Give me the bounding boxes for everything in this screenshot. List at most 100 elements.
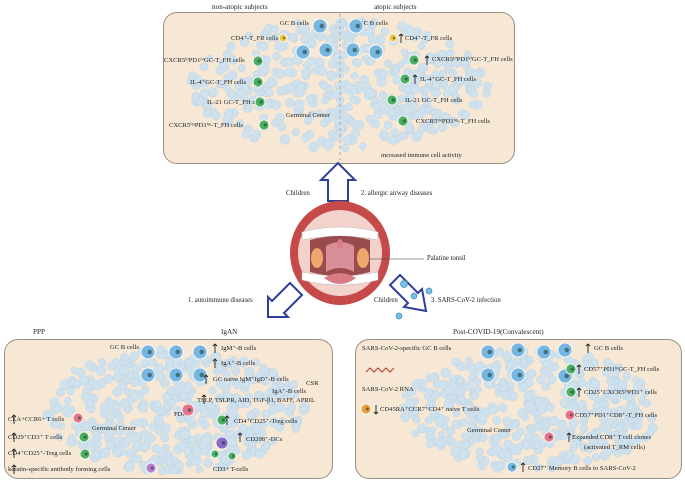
background-cell	[585, 352, 594, 361]
background-cell	[642, 399, 652, 408]
background-cell	[532, 440, 541, 450]
non-atopic-title: non-atopic subjects	[212, 3, 268, 11]
background-cell	[511, 419, 520, 428]
background-cell	[350, 128, 361, 139]
background-cell	[474, 361, 485, 372]
background-cell	[284, 98, 295, 108]
background-cell	[424, 75, 434, 85]
background-cell	[173, 387, 182, 395]
background-cell	[237, 64, 246, 73]
bl-cytokines: TSLP, TSLPR, AID, TGF-β1, BAFF, APRIL	[197, 397, 316, 404]
cxcr5-left: CXCR5ʰⁱPD1ʰⁱGC-T_FH cells	[164, 57, 245, 64]
background-cell	[549, 361, 559, 372]
background-cell	[412, 110, 423, 120]
background-cell	[517, 408, 528, 419]
background-cell	[520, 358, 529, 366]
bl-keratin: keratin-specific antibody forming cells	[8, 466, 111, 473]
background-cell	[556, 371, 565, 380]
background-cell	[396, 21, 407, 32]
background-cell	[425, 439, 435, 448]
background-cell	[120, 353, 129, 362]
il21-left: IL-21 GC-T_FH cells	[207, 99, 265, 106]
background-cell	[208, 87, 218, 97]
background-cell	[579, 442, 589, 452]
background-cell	[433, 58, 443, 68]
background-cell	[255, 449, 265, 459]
background-cell	[59, 379, 71, 390]
background-cell	[227, 436, 238, 447]
background-cell	[646, 428, 655, 437]
background-cell	[543, 430, 551, 439]
background-cell	[582, 409, 592, 419]
background-cell	[185, 358, 194, 368]
background-cell	[268, 368, 279, 378]
background-cell	[281, 385, 291, 395]
background-cell	[324, 34, 336, 45]
background-cell	[138, 403, 148, 413]
background-cell	[161, 423, 171, 434]
background-cell	[84, 360, 95, 371]
background-cell	[603, 446, 613, 457]
background-cell	[229, 55, 238, 65]
background-cell	[46, 412, 55, 422]
background-cell	[223, 418, 233, 428]
background-cell	[475, 447, 484, 456]
background-cell	[599, 415, 608, 424]
background-cell	[148, 422, 158, 432]
sars-label: 3. SARS-CoV-2 infection	[431, 297, 501, 304]
background-cell	[151, 444, 161, 454]
background-cell	[224, 108, 233, 118]
background-cell	[129, 377, 140, 388]
background-cell	[74, 428, 84, 438]
bl-csr: CSR	[306, 380, 319, 387]
background-cell	[241, 97, 251, 106]
background-cell	[391, 66, 401, 75]
background-cell	[445, 39, 455, 49]
background-cell	[489, 372, 499, 382]
background-cell	[251, 129, 262, 140]
background-cell	[95, 365, 106, 376]
br-expanded2: (activated T_RM cells)	[584, 444, 646, 451]
background-cell	[254, 83, 262, 92]
background-cell	[498, 403, 508, 413]
background-cell	[541, 382, 551, 391]
background-cell	[82, 384, 93, 395]
background-cell	[199, 62, 209, 71]
background-cell	[275, 112, 285, 123]
background-cell	[327, 129, 337, 139]
background-cell	[456, 376, 465, 385]
background-cell	[452, 409, 461, 418]
background-cell	[294, 99, 305, 110]
background-cell	[506, 361, 515, 370]
br-gc: Germinal Center	[467, 427, 512, 434]
background-cell	[291, 128, 300, 137]
up-arrow-icon	[318, 161, 358, 202]
background-cell	[296, 82, 305, 91]
bl-igm: IgM⁺-B cells	[221, 345, 257, 352]
background-cell	[502, 351, 513, 362]
background-cell	[633, 421, 643, 430]
background-cell	[342, 65, 350, 73]
background-cell	[392, 75, 402, 85]
background-cell	[91, 450, 100, 460]
background-cell	[131, 363, 142, 374]
background-cell	[476, 411, 487, 423]
background-cell	[440, 367, 451, 378]
background-cell	[117, 380, 128, 391]
background-cell	[195, 465, 204, 474]
background-cell	[188, 436, 197, 445]
children-right-label: Children	[374, 297, 398, 304]
background-cell	[560, 388, 569, 397]
br-gc-b: GC B cells	[594, 345, 623, 352]
background-cell	[130, 391, 140, 402]
background-cell	[375, 44, 386, 54]
background-cell	[246, 411, 255, 420]
background-cell	[403, 85, 412, 95]
background-cell	[383, 120, 393, 130]
background-cell	[603, 357, 612, 367]
background-cell	[410, 101, 419, 110]
bl-gc: Germinal Center	[92, 425, 137, 432]
background-cell	[294, 19, 302, 27]
background-cell	[436, 76, 444, 84]
background-cell	[512, 458, 521, 467]
